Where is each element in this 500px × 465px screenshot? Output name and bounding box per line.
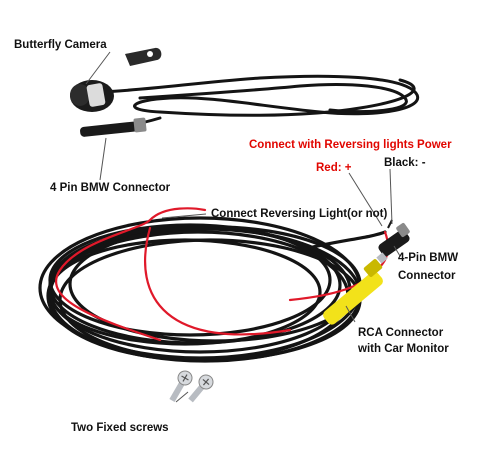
butterfly-camera-label: Butterfly Camera <box>14 39 107 51</box>
rca-connector-icon <box>323 252 388 325</box>
rca-label-line1: RCA Connector <box>358 327 444 339</box>
screws-icon <box>169 370 214 403</box>
right-4pin-connector-icon <box>378 219 410 257</box>
butterfly-camera-icon <box>70 47 162 112</box>
right-connector-label-line2: Connector <box>398 270 456 282</box>
red-wire-label: Red: + <box>316 162 352 174</box>
top-4pin-connector-icon <box>80 117 147 137</box>
cable-coil <box>38 216 387 363</box>
reversing-light-label: Connect Reversing Light(or not) <box>211 208 388 220</box>
rca-label-line2: with Car Monitor <box>358 343 449 355</box>
reversing-power-label: Connect with Reversing lights Power <box>249 139 452 151</box>
top-connector-label: 4 Pin BMW Connector <box>50 182 171 194</box>
leader-lines <box>85 51 401 403</box>
black-wire-label: Black: - <box>384 157 426 169</box>
screws-label: Two Fixed screws <box>71 422 169 434</box>
right-connector-label-line1: 4-Pin BMW <box>398 252 459 264</box>
